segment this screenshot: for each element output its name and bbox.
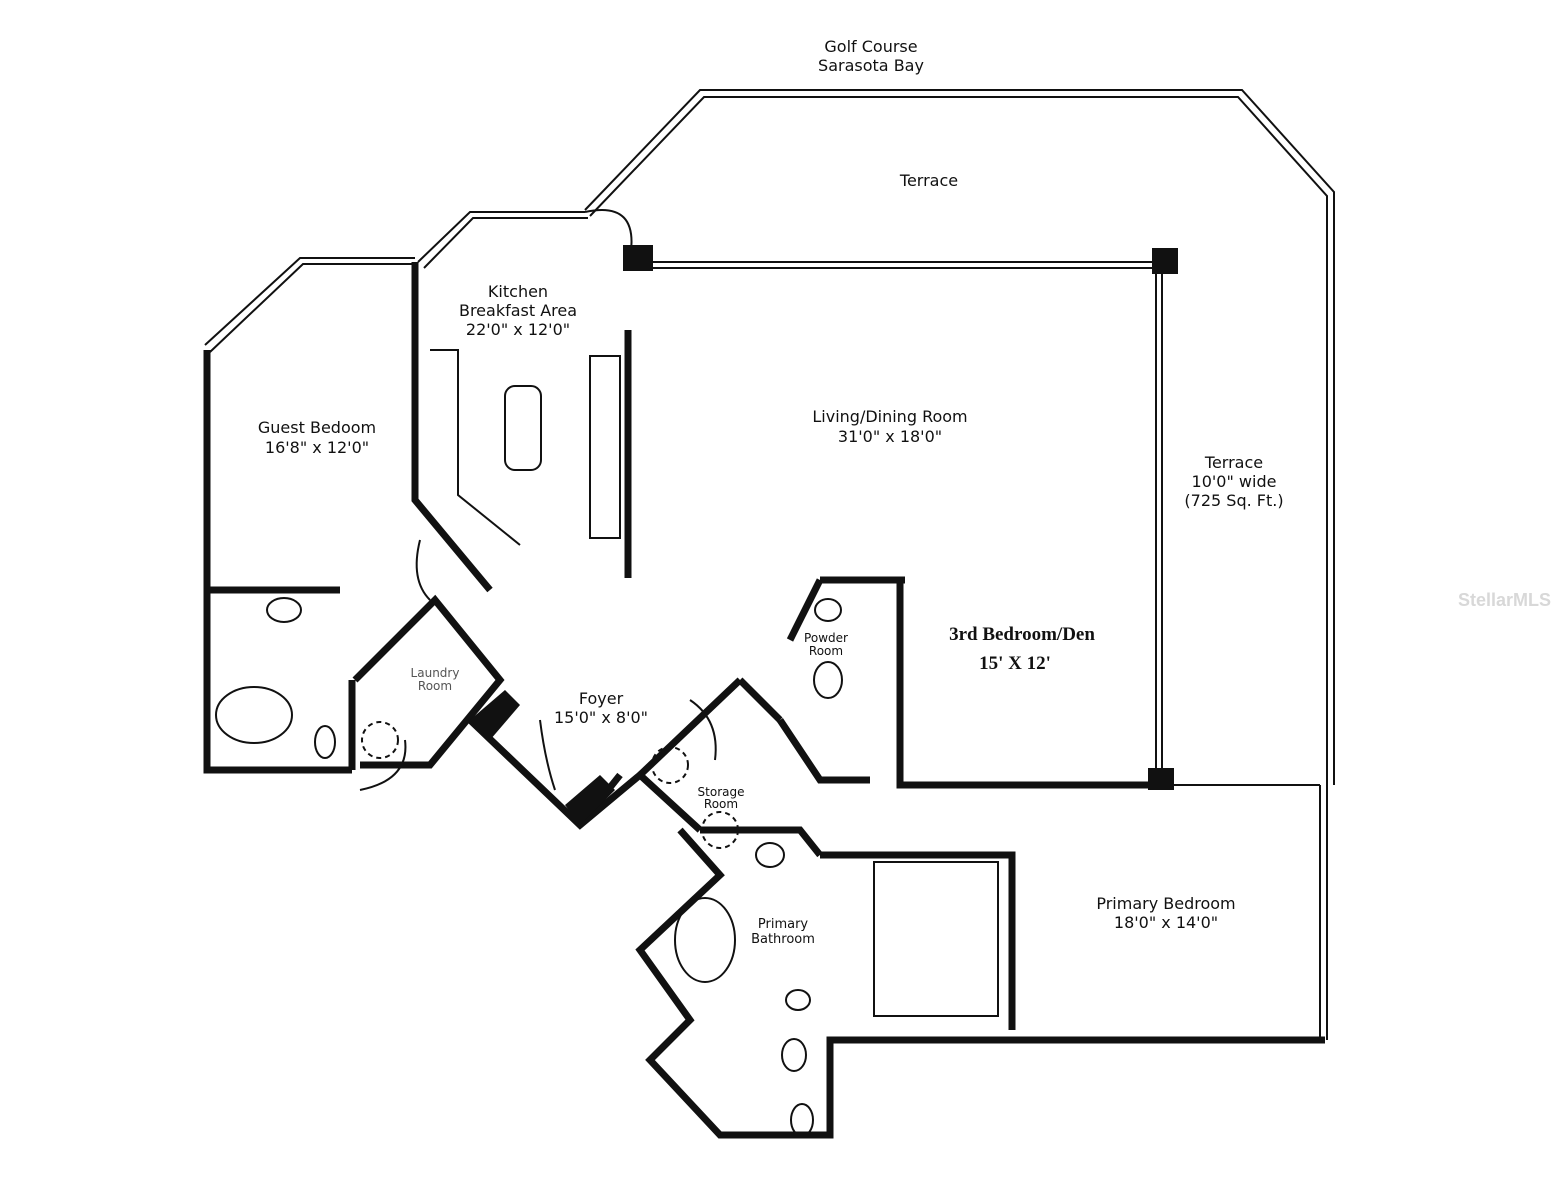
foyer-label: Foyer: [578, 689, 624, 708]
terrace-side-area: (725 Sq. Ft.): [1184, 491, 1284, 510]
primary-bath-label: Primary: [757, 917, 809, 932]
powder-label-2: Room: [808, 644, 844, 658]
laundry-label-2: Room: [417, 679, 453, 693]
kitchen-island: [504, 385, 542, 471]
kitchen-label-2: Breakfast Area: [458, 301, 578, 320]
primary-bedroom-label: Primary Bedroom: [1096, 894, 1236, 913]
kitchen-size: 22'0" x 12'0": [465, 320, 571, 339]
den-size: 15' X 12': [979, 653, 1051, 674]
foyer-size: 15'0" x 8'0": [553, 708, 649, 727]
kitchen-label: Kitchen: [487, 282, 549, 301]
storage-label-2: Room: [703, 797, 739, 811]
watermark: StellarMLS: [1458, 590, 1552, 610]
guest-bedroom-size: 16'8" x 12'0": [264, 438, 370, 457]
terrace-outer-rail: [584, 89, 1335, 785]
living-size: 31'0" x 18'0": [837, 427, 943, 446]
terrace-inner-rail: [589, 96, 1328, 785]
guest-tub: [215, 686, 293, 744]
den-label: 3rd Bedroom/Den: [949, 624, 1095, 645]
storage-label: Storage: [697, 785, 745, 799]
terrace-top-label: Terrace: [899, 171, 959, 190]
primary-tub: [674, 897, 736, 983]
guest-left-wall: [203, 350, 352, 774]
view-label-line2: Sarasota Bay: [818, 56, 924, 75]
powder-label: Powder: [804, 631, 848, 645]
primary-bedroom-size: 18'0" x 14'0": [1113, 913, 1219, 932]
terrace-side-width: 10'0" wide: [1191, 472, 1277, 491]
laundry-label: Laundry: [410, 666, 460, 680]
primary-bath-label-2: Bathroom: [751, 932, 815, 947]
living-label: Living/Dining Room: [812, 407, 968, 426]
guest-bedroom-label: Guest Bedoom: [257, 418, 377, 437]
view-label-line1: Golf Course: [824, 37, 918, 56]
terrace-side-label: Terrace: [1204, 453, 1264, 472]
